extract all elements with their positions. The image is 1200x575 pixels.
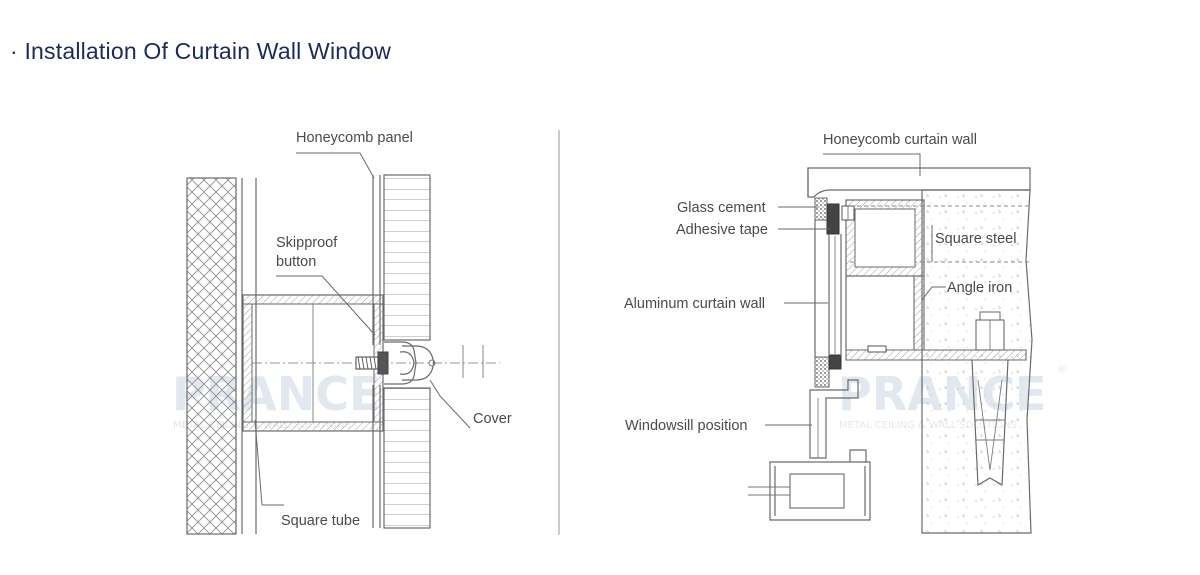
glass-cement [814,197,828,221]
label-cover: Cover [473,411,512,427]
adhesive-tape [826,203,840,235]
skipproof-button [355,351,389,375]
label-honeycomb-curtain-wall: Honeycomb curtain wall [823,132,977,148]
label-skipproof-button-line2: button [276,254,316,270]
label-square-steel: Square steel [935,231,1016,247]
masonry-wall [186,177,237,535]
honeycomb-panel-lower [372,385,431,529]
honeycomb-panel-upper [372,174,431,345]
label-windowsill-position: Windowsill position [625,418,748,434]
label-angle-iron: Angle iron [947,280,1012,296]
angle-iron [845,275,1027,361]
label-adhesive-tape: Adhesive tape [676,222,768,238]
label-aluminum-curtain-wall: Aluminum curtain wall [624,296,765,312]
label-glass-cement: Glass cement [677,200,766,216]
label-square-tube: Square tube [281,513,360,529]
label-honeycomb-panel: Honeycomb panel [296,130,413,146]
aluminum-curtain-wall [814,220,842,358]
right-diagram: Honeycomb curtain wall Glass cement Adhe… [624,132,1033,534]
cover-profile [384,341,436,385]
watermark-registered: ® [1057,364,1067,375]
square-steel [841,199,925,277]
windowsill-profile [748,379,871,521]
left-diagram: Honeycomb panel Skipproof button Cover S… [186,130,512,535]
concrete-slab [921,189,1033,534]
label-skipproof-button-line1: Skipproof [276,235,338,251]
honeycomb-curtain-wall-cap [807,167,1031,198]
page-title: · Installation Of Curtain Wall Window [10,38,392,64]
anchor-bolt [971,311,1009,487]
